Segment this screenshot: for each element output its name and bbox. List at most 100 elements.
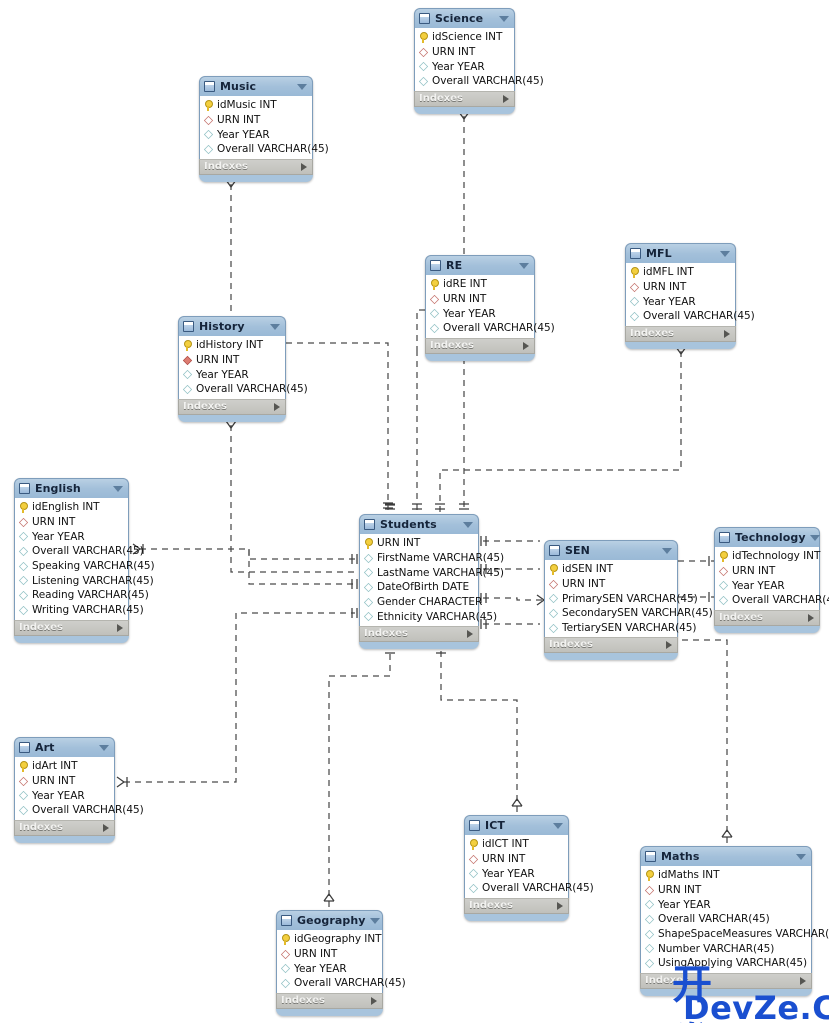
chevron-right-icon[interactable] <box>666 641 672 650</box>
table-column[interactable]: Overall VARCHAR(45) <box>641 912 811 927</box>
table-column[interactable]: idRE INT <box>426 277 534 292</box>
indexes-section-maths[interactable]: Indexes <box>640 972 812 989</box>
table-column[interactable]: idMusic INT <box>200 98 312 113</box>
chevron-right-icon[interactable] <box>800 976 806 985</box>
chevron-right-icon[interactable] <box>274 402 280 411</box>
table-header-sen[interactable]: SEN <box>544 540 678 560</box>
table-column[interactable]: Overall VARCHAR(45) <box>426 321 555 336</box>
table-column[interactable]: Year YEAR <box>15 529 128 544</box>
chevron-down-icon[interactable] <box>809 534 820 541</box>
table-column[interactable]: LastName VARCHAR(45) <box>360 565 504 580</box>
chevron-right-icon[interactable] <box>503 94 509 103</box>
chevron-right-icon[interactable] <box>371 996 377 1005</box>
chevron-down-icon[interactable] <box>463 521 473 528</box>
chevron-down-icon[interactable] <box>99 744 109 751</box>
table-column[interactable]: ShapeSpaceMeasures VARCHAR(45) <box>641 927 829 942</box>
chevron-down-icon[interactable] <box>369 917 380 924</box>
indexes-section-english[interactable]: Indexes <box>14 619 129 636</box>
table-column[interactable]: Overall VARCHAR(45) <box>179 382 308 397</box>
chevron-down-icon[interactable] <box>519 262 529 269</box>
chevron-right-icon[interactable] <box>557 901 563 910</box>
indexes-section-history[interactable]: Indexes <box>178 398 286 415</box>
table-column[interactable]: Year YEAR <box>715 578 819 593</box>
table-column[interactable]: URN INT <box>360 536 478 551</box>
table-column[interactable]: idTechnology INT <box>715 549 820 564</box>
table-column[interactable]: Writing VARCHAR(45) <box>15 603 144 618</box>
indexes-section-re[interactable]: Indexes <box>425 337 535 354</box>
chevron-down-icon[interactable] <box>297 83 307 90</box>
table-column[interactable]: idScience INT <box>415 30 514 45</box>
table-column[interactable]: URN INT <box>200 113 312 128</box>
table-column[interactable]: URN INT <box>179 353 285 368</box>
table-column[interactable]: Reading VARCHAR(45) <box>15 588 149 603</box>
indexes-section-music[interactable]: Indexes <box>199 158 313 175</box>
table-column[interactable]: SecondarySEN VARCHAR(45) <box>545 606 713 621</box>
chevron-down-icon[interactable] <box>270 323 280 330</box>
table-column[interactable]: URN INT <box>626 280 735 295</box>
table-column[interactable]: URN INT <box>715 564 819 579</box>
chevron-right-icon[interactable] <box>808 613 814 622</box>
indexes-section-technology[interactable]: Indexes <box>714 609 820 626</box>
table-column[interactable]: URN INT <box>465 852 568 867</box>
chevron-right-icon[interactable] <box>467 630 473 639</box>
table-column[interactable]: Number VARCHAR(45) <box>641 941 811 956</box>
table-column[interactable]: URN INT <box>415 45 514 60</box>
table-column[interactable]: Ethnicity VARCHAR(45) <box>360 609 497 624</box>
table-column[interactable]: Overall VARCHAR(45) <box>626 309 755 324</box>
table-column[interactable]: idGeography INT <box>277 932 382 947</box>
table-header-history[interactable]: History <box>178 316 286 336</box>
table-column[interactable]: UsingApplying VARCHAR(45) <box>641 956 811 971</box>
indexes-section-art[interactable]: Indexes <box>14 819 115 836</box>
table-column[interactable]: Overall VARCHAR(45) <box>415 74 544 89</box>
chevron-down-icon[interactable] <box>662 547 672 554</box>
table-header-mfl[interactable]: MFL <box>625 243 736 263</box>
indexes-section-mfl[interactable]: Indexes <box>625 325 736 342</box>
chevron-right-icon[interactable] <box>523 341 529 350</box>
table-header-science[interactable]: Science <box>414 8 515 28</box>
table-column[interactable]: TertiarySEN VARCHAR(45) <box>545 621 697 636</box>
table-column[interactable]: Gender CHARACTER <box>360 595 482 610</box>
table-column[interactable]: DateOfBirth DATE <box>360 580 478 595</box>
table-column[interactable]: Year YEAR <box>415 59 514 74</box>
table-header-maths[interactable]: Maths <box>640 846 812 866</box>
table-header-ict[interactable]: ICT <box>464 815 569 835</box>
table-column[interactable]: Year YEAR <box>465 866 568 881</box>
indexes-section-students[interactable]: Indexes <box>359 626 479 643</box>
table-column[interactable]: URN INT <box>277 947 382 962</box>
chevron-down-icon[interactable] <box>720 250 730 257</box>
chevron-down-icon[interactable] <box>499 15 509 22</box>
table-column[interactable]: Speaking VARCHAR(45) <box>15 559 155 574</box>
table-column[interactable]: Overall VARCHAR(45) <box>200 142 329 157</box>
table-column[interactable]: Year YEAR <box>641 897 811 912</box>
chevron-down-icon[interactable] <box>553 822 563 829</box>
table-header-english[interactable]: English <box>14 478 129 498</box>
table-column[interactable]: Year YEAR <box>426 306 534 321</box>
chevron-right-icon[interactable] <box>301 162 307 171</box>
table-header-re[interactable]: RE <box>425 255 535 275</box>
table-column[interactable]: idArt INT <box>15 759 114 774</box>
table-header-art[interactable]: Art <box>14 737 115 757</box>
table-column[interactable]: PrimarySEN VARCHAR(45) <box>545 591 698 606</box>
table-column[interactable]: Year YEAR <box>626 294 735 309</box>
table-column[interactable]: Overall VARCHAR(45) <box>277 976 406 991</box>
table-column[interactable]: idSEN INT <box>545 562 677 577</box>
table-column[interactable]: URN INT <box>15 515 128 530</box>
table-column[interactable]: URN INT <box>641 883 811 898</box>
chevron-right-icon[interactable] <box>724 329 730 338</box>
table-column[interactable]: URN INT <box>545 577 677 592</box>
chevron-right-icon[interactable] <box>103 823 109 832</box>
table-column[interactable]: URN INT <box>15 774 114 789</box>
table-column[interactable]: Year YEAR <box>179 367 285 382</box>
table-column[interactable]: idMFL INT <box>626 265 735 280</box>
